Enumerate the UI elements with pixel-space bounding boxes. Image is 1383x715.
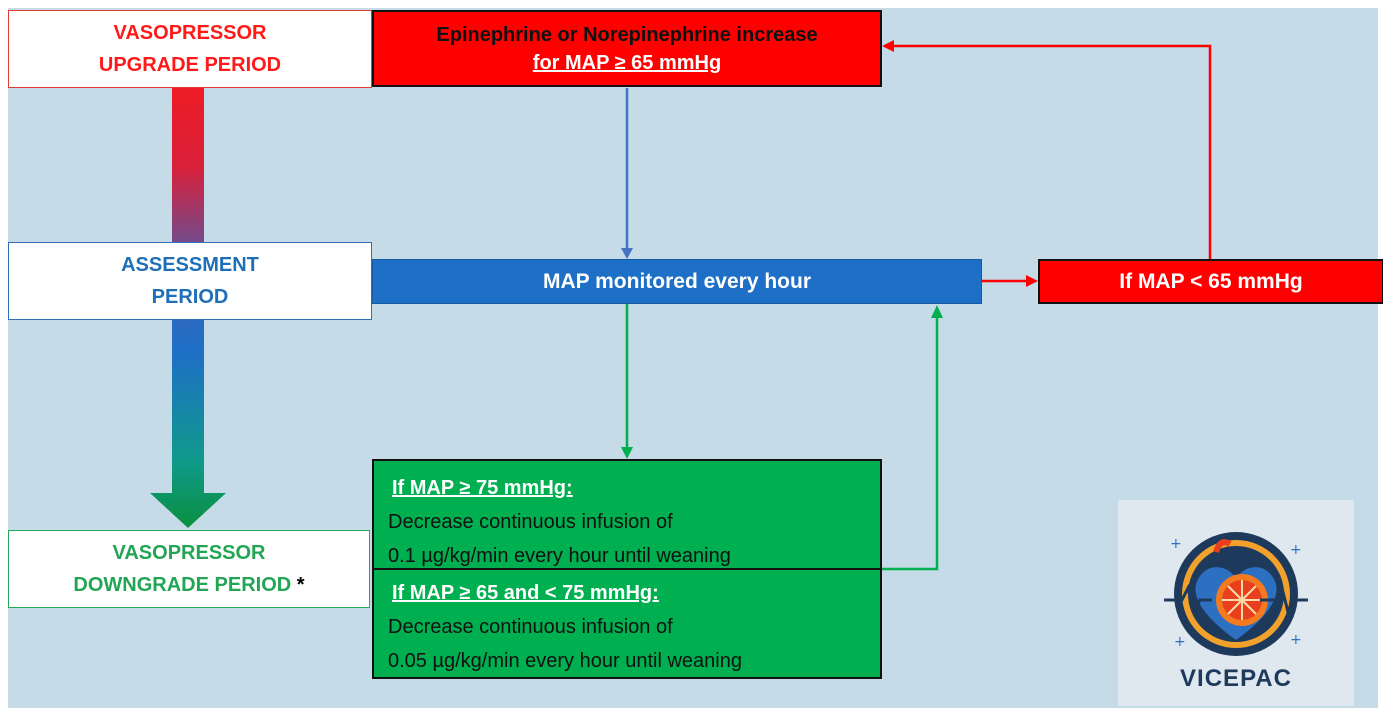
upgrade-period-line2: UPGRADE PERIOD: [98, 54, 282, 76]
increase-line2: for MAP ≥ 65 mmHg: [532, 51, 722, 74]
arrowhead-increase: [882, 40, 894, 52]
assessment-period-line1: ASSESSMENT: [121, 254, 259, 276]
high-map-line2: 0.1 µg/kg/min every hour until weaning: [388, 545, 731, 567]
upgrade-period-box: VASOPRESSOR UPGRADE PERIOD: [8, 10, 372, 88]
assessment-period-box: ASSESSMENT PERIOD: [8, 242, 372, 320]
svg-text:+: +: [1174, 634, 1186, 650]
mid-map-line2: 0.05 µg/kg/min every hour until weaning: [388, 650, 742, 672]
monitor-label: MAP monitored every hour: [543, 269, 811, 293]
map-monitor-box: MAP monitored every hour: [372, 259, 982, 304]
mid-map-heading: If MAP ≥ 65 and < 75 mmHg:: [392, 582, 659, 604]
mid-map-decrease-box: If MAP ≥ 65 and < 75 mmHg: Decrease cont…: [372, 569, 882, 679]
arrowhead-return: [931, 305, 943, 318]
high-map-line1: Decrease continuous infusion of: [388, 511, 673, 533]
svg-text:+: +: [1170, 536, 1182, 552]
downgrade-footnote-marker: *: [296, 574, 305, 596]
mid-map-line1: Decrease continuous infusion of: [388, 616, 673, 638]
arrow-low-to-increase: [892, 44, 1212, 259]
logo-wordmark: VICEPAC: [1180, 665, 1292, 692]
downgrade-period-line1: VASOPRESSOR: [112, 542, 266, 564]
arrowhead-decrease: [621, 447, 633, 459]
svg-text:+: +: [1290, 542, 1302, 558]
downgrade-period-box: VASOPRESSOR DOWNGRADE PERIOD *: [8, 530, 370, 608]
arrow-decrease-to-monitor: [882, 316, 939, 571]
downgrade-period-line2-wrap: DOWNGRADE PERIOD *: [73, 569, 304, 601]
upgrade-period-line1: VASOPRESSOR: [113, 22, 267, 44]
vicepac-heart-logo-icon: + + + +: [1164, 532, 1308, 656]
low-map-label: If MAP < 65 mmHg: [1119, 269, 1303, 293]
vasopressor-increase-box: Epinephrine or Norepinephrine increase f…: [372, 10, 882, 87]
assessment-period-line2: PERIOD: [151, 286, 229, 308]
high-map-heading: If MAP ≥ 75 mmHg:: [392, 477, 573, 499]
arrowhead-monitor: [621, 248, 633, 259]
increase-line1: Epinephrine or Norepinephrine increase: [436, 23, 818, 46]
downgrade-period-line2: DOWNGRADE PERIOD: [73, 574, 292, 596]
arrowhead-low: [1026, 275, 1038, 287]
high-map-decrease-box: If MAP ≥ 75 mmHg: Decrease continuous in…: [372, 459, 882, 569]
svg-text:+: +: [1290, 632, 1302, 648]
low-map-box: If MAP < 65 mmHg: [1038, 259, 1383, 304]
